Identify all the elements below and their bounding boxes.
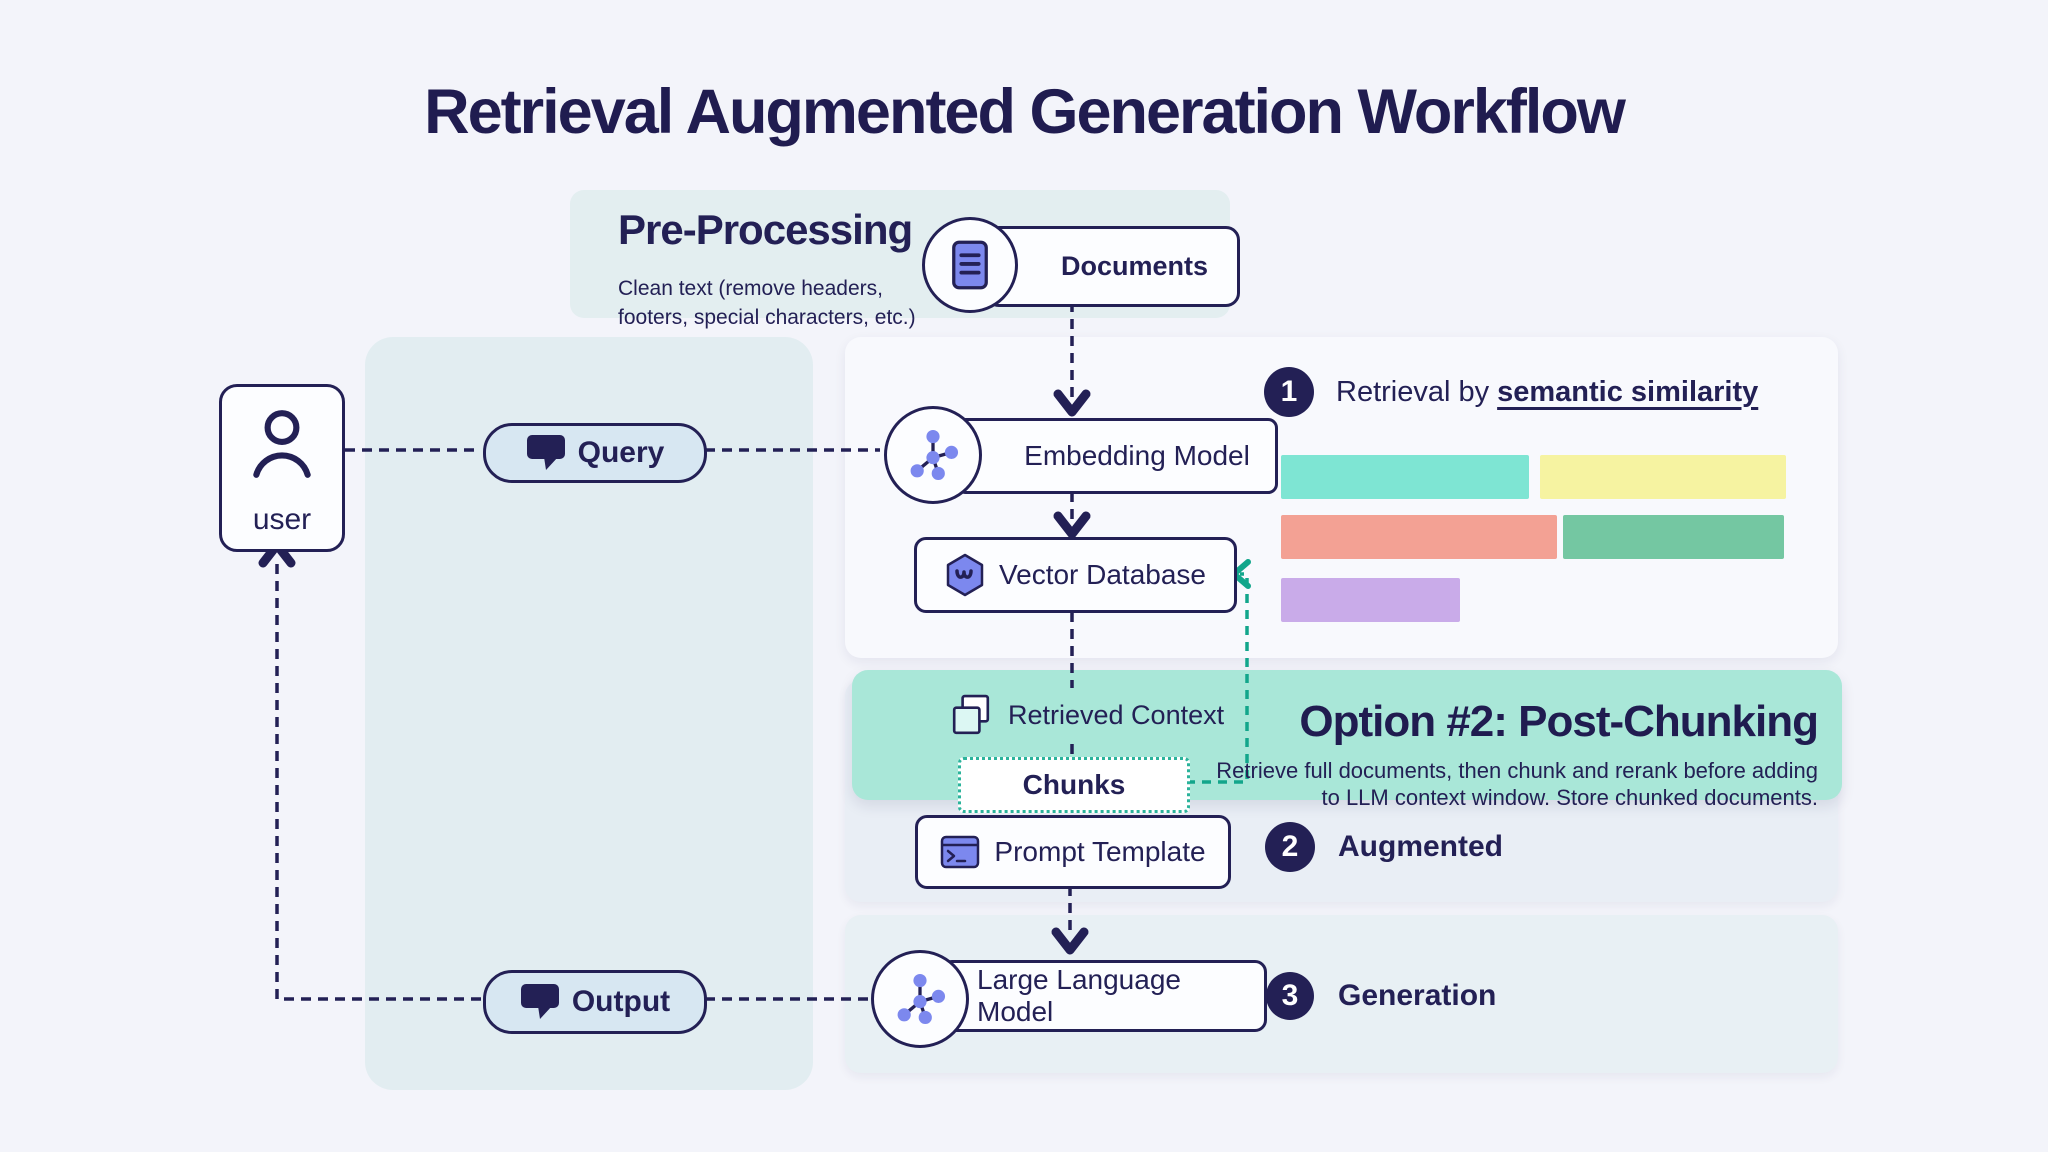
user-label: user (252, 503, 312, 536)
preprocessing-description-line2: footers, special characters, etc.) (618, 306, 916, 329)
preprocessing-description-line1: Clean text (remove headers, (618, 277, 883, 300)
retrieved-context-label: Retrieved Context (1008, 699, 1225, 730)
person-icon (253, 410, 311, 478)
step-3-label: Generation (1338, 979, 1497, 1012)
similarity-bar (1281, 515, 1557, 559)
prompt-template-label: Prompt Template (994, 836, 1206, 867)
model-graph-icon (897, 973, 946, 1025)
option2-description-line1: Retrieve full documents, then chunk and … (1216, 758, 1818, 783)
document-icon (952, 240, 988, 290)
step-2-number: 2 (1281, 830, 1299, 863)
chunks-node: Chunks (958, 757, 1190, 813)
retrieved-context-node: Retrieved Context (950, 694, 1224, 736)
similarity-bar (1563, 515, 1784, 559)
llm-label: Large Language Model (977, 964, 1181, 1027)
preprocessing-title: Pre-Processing (618, 206, 913, 253)
chat-bubble-icon (520, 984, 559, 1019)
similarity-bar-row-2 (1281, 515, 1784, 559)
option2-block: Option #2: Post-Chunking Retrieve full d… (1150, 697, 1819, 811)
chat-bubble-icon (526, 435, 565, 470)
model-graph-icon (910, 429, 959, 481)
similarity-bar (1281, 578, 1460, 622)
similarity-bar-row-3 (1281, 578, 1460, 622)
documents-icon-circle (922, 217, 1018, 313)
chunks-label: Chunks (1022, 769, 1126, 800)
page-title: Retrieval Augmented Generation Workflow (424, 77, 1626, 147)
similarity-bar (1540, 455, 1786, 499)
documents-label: Documents (1060, 251, 1209, 281)
step-1-number: 1 (1280, 375, 1298, 408)
step-3-badge: 3 (1266, 972, 1314, 1020)
llm-icon-circle (871, 950, 969, 1048)
similarity-bar-row-1 (1281, 455, 1786, 499)
query-pill: Query (483, 423, 707, 483)
step-2-badge: 2 (1265, 822, 1315, 872)
option2-description: Retrieve full documents, then chunk and … (1150, 757, 1818, 811)
step-1-badge: 1 (1264, 367, 1314, 417)
query-label: Query (577, 436, 665, 469)
vector-hexagon-icon (946, 553, 984, 597)
step-2-label: Augmented (1338, 830, 1503, 863)
prompt-template-node: Prompt Template (915, 815, 1231, 889)
embedding-model-icon-circle (884, 406, 982, 504)
step-1-prefix: Retrieval by (1336, 375, 1490, 408)
embedding-model-node: Embedding Model (956, 418, 1278, 494)
output-label: Output (571, 985, 671, 1018)
user-node: user (219, 384, 345, 552)
embedding-model-label: Embedding Model (1024, 440, 1250, 471)
vector-database-label: Vector Database (998, 559, 1207, 590)
step-3-number: 3 (1281, 979, 1299, 1012)
terminal-icon (941, 835, 980, 869)
vector-database-node: Vector Database (914, 537, 1237, 613)
option2-title: Option #2: Post-Chunking (1299, 697, 1819, 746)
option2-description-line2: to LLM context window. Store chunked doc… (1321, 785, 1818, 810)
similarity-bar (1281, 455, 1529, 499)
step-1-emphasis: semantic similarity (1497, 375, 1759, 408)
copy-icon (952, 694, 990, 735)
step-1-label: Retrieval by semantic similarity (1336, 367, 1758, 417)
llm-node: Large Language Model (940, 960, 1267, 1032)
preprocessing-description: Clean text (remove headers, footers, spe… (618, 274, 916, 332)
documents-node: Documents (985, 226, 1240, 307)
output-pill: Output (483, 970, 707, 1034)
